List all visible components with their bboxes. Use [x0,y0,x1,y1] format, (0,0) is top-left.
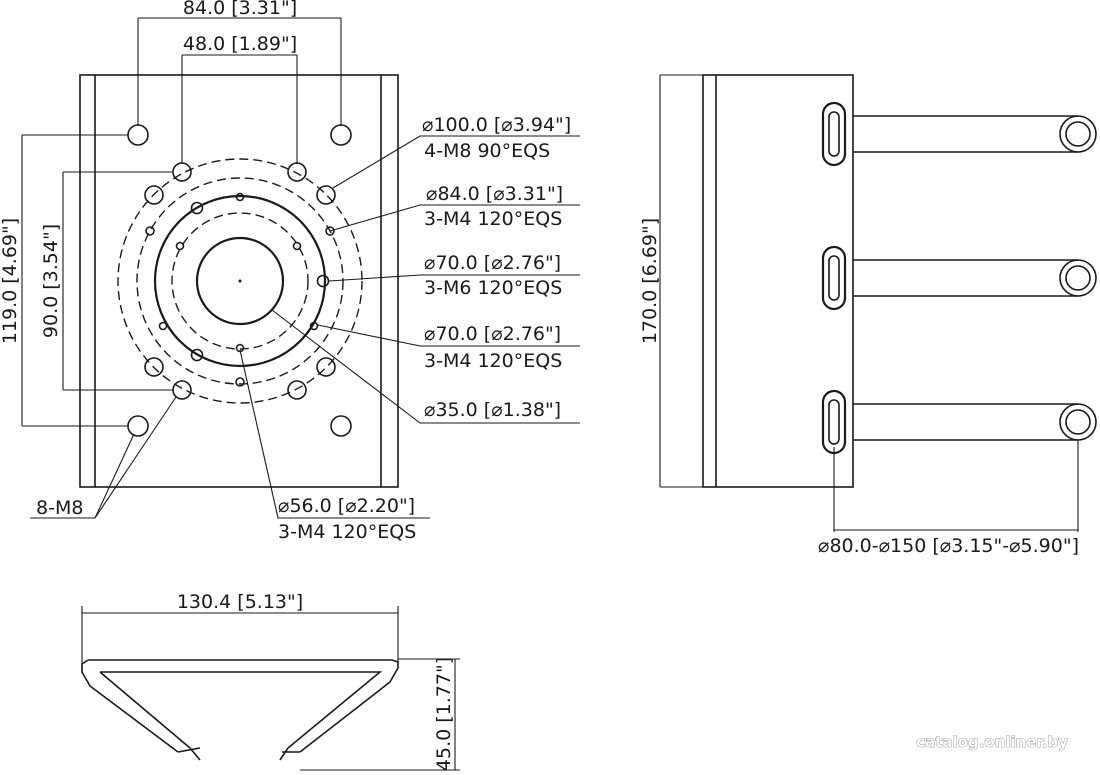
bracket-tip-right [279,747,300,761]
dim-height-bottom: 45.0 [1.77"] [433,657,455,771]
m8-bolt-hole [316,185,336,205]
m8-bolt-hole [316,357,336,377]
callout-holes-4m8: 4-M8 90°EQS [424,140,550,162]
clamp-slot-inner [828,399,840,445]
leader-line [94,396,177,519]
dim-height-outer: 119.0 [4.69"] [0,218,21,344]
callout-diameter-70-a: ⌀70.0 [⌀2.76"] [424,252,561,274]
side-plate-outline [702,74,854,488]
m8-hole [287,380,307,400]
center-hole [195,236,285,326]
m6-hole [190,348,204,362]
callout-diameter-56: ⌀56.0 [⌀2.20"] [278,495,415,517]
leader-line [328,274,580,282]
m8-hole [127,124,149,146]
bolt-circle-70 [153,194,327,368]
callout-diameter-70-b: ⌀70.0 [⌀2.76"] [424,323,561,345]
leader-line [271,309,580,424]
bolt-circle-100 [117,158,363,404]
bracket-profile-outer [88,659,399,753]
callout-holes-3m4-c: 3-M4 120°EQS [278,521,416,543]
dim-clamp-range: ⌀80.0-⌀150 [⌀3.15"-⌀5.90"] [818,535,1079,557]
dim-width-inner: 48.0 [1.89"] [183,33,297,55]
clamp-roll-inner [1065,265,1091,291]
m8-bolt-hole [144,185,164,205]
bolt-circle-84 [136,177,344,385]
clamp-roll-inner [1065,121,1091,147]
clamp-slot [821,245,847,311]
m6-hole [190,201,204,215]
clamp-roll [1059,115,1097,153]
front-view: 84.0 [3.31"] 48.0 [1.89"] 119.0 [4.69"] … [0,0,580,543]
clamp-roll-inner [1065,409,1091,435]
callout-center-hole: ⌀35.0 [⌀1.38"] [424,399,561,421]
m4-hole [158,321,168,331]
callout-corner-holes: 8-M8 [36,497,83,519]
bottom-view: 130.4 [5.13"] 45.0 [1.77"] [81,591,460,771]
side-view: 170.0 [6.69"] ⌀80. [639,74,1097,557]
callout-diameter-84: ⌀84.0 [⌀3.31"] [426,183,563,205]
bolt-circle-56 [171,212,309,350]
m8-bolt-hole [144,357,164,377]
m8-hole [330,415,352,437]
m4-hole [145,226,155,236]
dim-height-inner: 90.0 [3.54"] [40,224,62,338]
bracket-tip-left [177,747,201,761]
leader-line [332,135,580,189]
callout-holes-3m4-b: 3-M4 120°EQS [424,350,562,372]
m8-hole [127,415,149,437]
m4-hole [325,226,335,236]
m4-hole [175,241,185,251]
clamp-slot [821,101,847,167]
callout-diameter-100: ⌀100.0 [⌀3.94"] [422,114,571,136]
callout-holes-3m6: 3-M6 120°EQS [424,277,562,299]
clamp-band-bottom [821,389,1097,455]
leader-line [317,324,580,347]
m8-hole [330,124,352,146]
m8-hole [172,380,192,400]
m4-hole [309,321,319,331]
m4-hole [235,377,245,387]
mount-plate-outline [79,74,399,488]
clamp-band-top [821,101,1097,167]
watermark: catalog.onliner.by [916,733,1068,751]
m4-hole [292,241,302,251]
callout-holes-3m4-a: 3-M4 120°EQS [424,208,562,230]
leader-line [329,204,580,232]
m6-hole [316,274,330,288]
bracket-profile-inner [99,671,191,749]
dim-width-outer: 84.0 [3.31"] [183,0,297,19]
m8-hole [172,162,192,182]
clamp-slot-inner [828,111,840,157]
leader-line [239,349,430,519]
center-point [238,279,242,283]
clamp-roll [1059,259,1097,297]
dim-width-bottom: 130.4 [5.13"] [177,591,303,613]
m8-hole [287,162,307,182]
bracket-profile-inner [100,671,383,749]
clamp-slot-inner [828,255,840,301]
dim-height-side: 170.0 [6.69"] [639,218,661,344]
m4-hole [235,192,245,202]
bracket-profile-outer [81,659,179,753]
clamp-band-middle [821,245,1097,311]
